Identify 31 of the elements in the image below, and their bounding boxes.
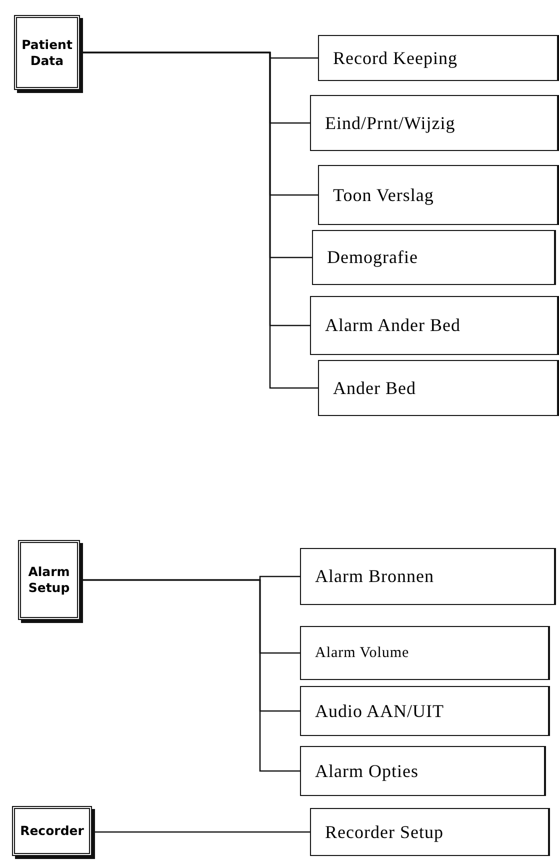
submenu-box [312,230,556,285]
submenu-box [310,808,550,856]
box-label: Record Keeping [333,48,458,68]
submenu-box [310,95,559,151]
box-label: Recorder [20,823,84,839]
box-label: Ander Bed [333,378,416,398]
submenu-box [300,548,556,605]
menu-box [18,540,80,620]
box-label: Alarm Ander Bed [325,315,460,336]
submenu-box [318,165,559,225]
box-label: Alarm Bronnen [315,566,434,587]
connector-line [95,831,310,833]
box-label: Alarm Opties [315,760,418,782]
menu-box [14,15,80,90]
submenu-box [300,626,550,680]
box-label: Patient Data [20,36,74,68]
box-label: Toon Verslag [333,184,434,206]
box-label: Audio AAN/UIT [315,700,444,722]
connector-line [83,52,318,389]
submenu-box [318,360,559,416]
box-label: Recorder Setup [325,822,444,842]
submenu-box [300,746,546,796]
submenu-box [300,686,550,736]
submenu-box [310,296,559,355]
box-label: Alarm Setup [27,564,71,596]
box-label: Eind/Prnt/Wijzig [325,112,456,134]
connector-line [83,579,300,772]
box-label: Demografie [327,247,418,268]
box-label: Alarm Volume [315,644,410,662]
submenu-box [318,35,559,81]
menu-box [12,806,92,856]
